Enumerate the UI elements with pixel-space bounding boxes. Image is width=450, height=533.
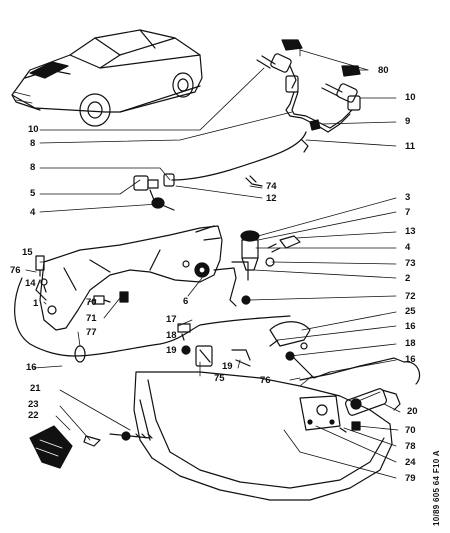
bracket-assembly [299,357,421,433]
label-8-lower: 8 [30,162,36,173]
label-3: 3 [405,192,411,203]
reference-text: 10/89 605 64 F10 A [432,450,441,526]
label-6: 6 [183,296,189,307]
label-20: 20 [407,406,418,417]
label-16-right-top: 16 [405,321,416,332]
nozzle-lower-left [29,425,153,469]
label-70-right: 70 [405,425,416,436]
label-18-right: 18 [405,338,416,349]
label-19: 19 [166,345,177,356]
label-73: 73 [405,258,416,269]
wire-left [14,277,291,357]
label-74: 74 [266,181,277,192]
label-18-mid: 18 [166,330,177,341]
label-4-right: 4 [405,242,411,253]
label-80: 80 [378,65,389,76]
label-25: 25 [405,306,416,317]
t-piece-pipe [285,91,353,133]
bumper-cover [133,371,393,501]
label-5: 5 [30,188,36,199]
label-22: 22 [28,410,39,421]
label-76-right: 76 [260,375,271,386]
leader-lines [25,47,401,479]
label-4-left: 4 [30,207,36,218]
clip-74 [245,175,263,187]
reference-code: 10/89 605 64 F10 A [432,408,446,526]
washer-nozzle-upper [256,39,303,93]
label-1: 1 [33,298,39,309]
label-77: 77 [86,327,97,338]
label-12: 12 [266,193,277,204]
washer-nozzle-right [321,65,361,111]
label-78: 78 [405,441,416,452]
label-24: 24 [405,457,416,468]
label-10-right: 10 [405,92,416,103]
washer-reservoir [35,225,249,331]
label-76-left: 76 [10,265,21,276]
label-70-left: 70 [86,297,97,308]
label-9: 9 [405,116,411,127]
label-21: 21 [30,383,41,394]
label-8-upper: 8 [30,138,36,149]
label-7: 7 [405,207,411,218]
label-19b: 19 [222,361,233,372]
label-11: 11 [405,141,416,152]
label-10-left: 10 [28,124,39,135]
label-13: 13 [405,226,416,237]
label-16-right-bottom: 16 [405,354,416,365]
connector-5 [133,175,175,211]
clip-parts-mid [177,323,251,367]
grommet-77 [74,345,86,363]
label-79: 79 [405,473,416,484]
label-23: 23 [28,399,39,410]
label-16-left: 16 [26,362,37,373]
label-2: 2 [405,273,411,284]
clip-parts-right [269,321,331,379]
washer-hose [163,131,309,187]
label-15: 15 [22,247,33,258]
washer-pump [240,230,301,305]
bolt-parts-left [35,255,129,305]
label-75: 75 [214,373,225,384]
label-71: 71 [86,313,97,324]
label-17: 17 [166,314,177,325]
label-14: 14 [25,278,36,289]
car-illustration [11,29,203,127]
label-72: 72 [405,291,416,302]
